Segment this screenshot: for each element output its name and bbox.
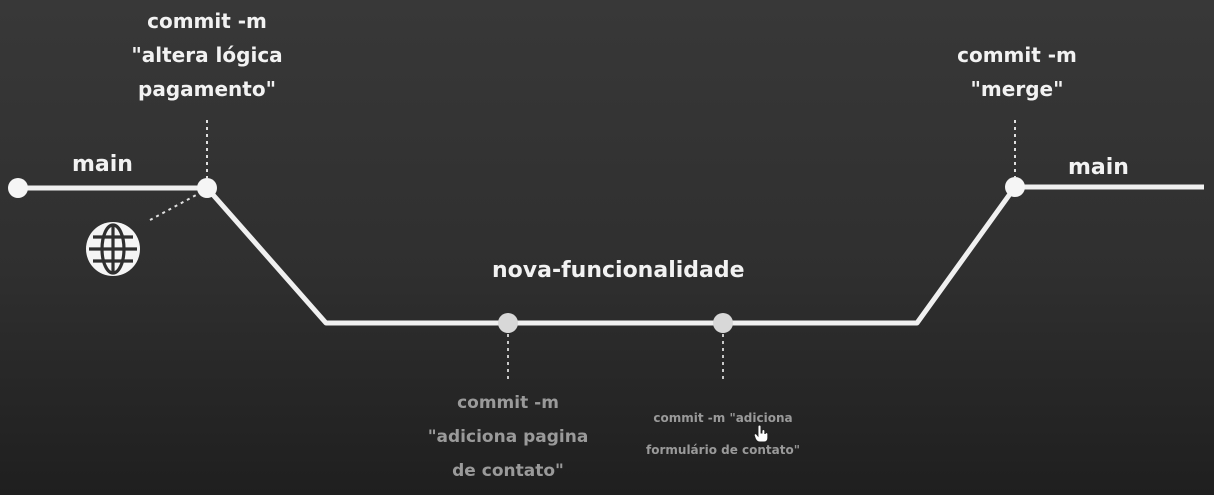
commit-c4-line2: "merge" [970,77,1064,101]
globe-icon [86,222,140,276]
commit-c1-line2: "altera lógica [131,43,283,67]
commit-label-c3: commit -m "adiciona formulário de contat… [623,402,823,466]
commit-c1-line1: commit -m [147,9,267,33]
connector-globe [149,193,199,221]
commit-node-c2 [498,313,518,333]
feature-branch-line [205,185,1018,326]
commit-label-c2: commit -m "adiciona pagina de contato" [408,386,608,488]
commit-node-c3 [713,313,733,333]
commit-c3-line1: commit -m "adiciona [653,411,793,425]
branch-label-main-left: main [72,152,133,177]
main-start-node [8,178,28,198]
commit-node-c4 [1005,177,1025,197]
commit-c1-line3: pagamento" [138,77,276,101]
commit-c2-line1: commit -m [457,393,559,413]
commit-label-c4: commit -m "merge" [917,38,1117,106]
branch-label-feature: nova-funcionalidade [492,258,745,283]
commit-label-c1: commit -m "altera lógica pagamento" [107,4,307,106]
commit-c2-line2: "adiciona pagina [427,427,589,447]
branch-label-main-right: main [1068,155,1129,180]
commit-node-c1 [197,178,217,198]
hand-cursor-icon [754,425,768,443]
commit-c4-line1: commit -m [957,43,1077,67]
commit-c2-line3: de contato" [452,461,564,481]
commit-c3-line2: formulário de contato" [646,443,800,457]
